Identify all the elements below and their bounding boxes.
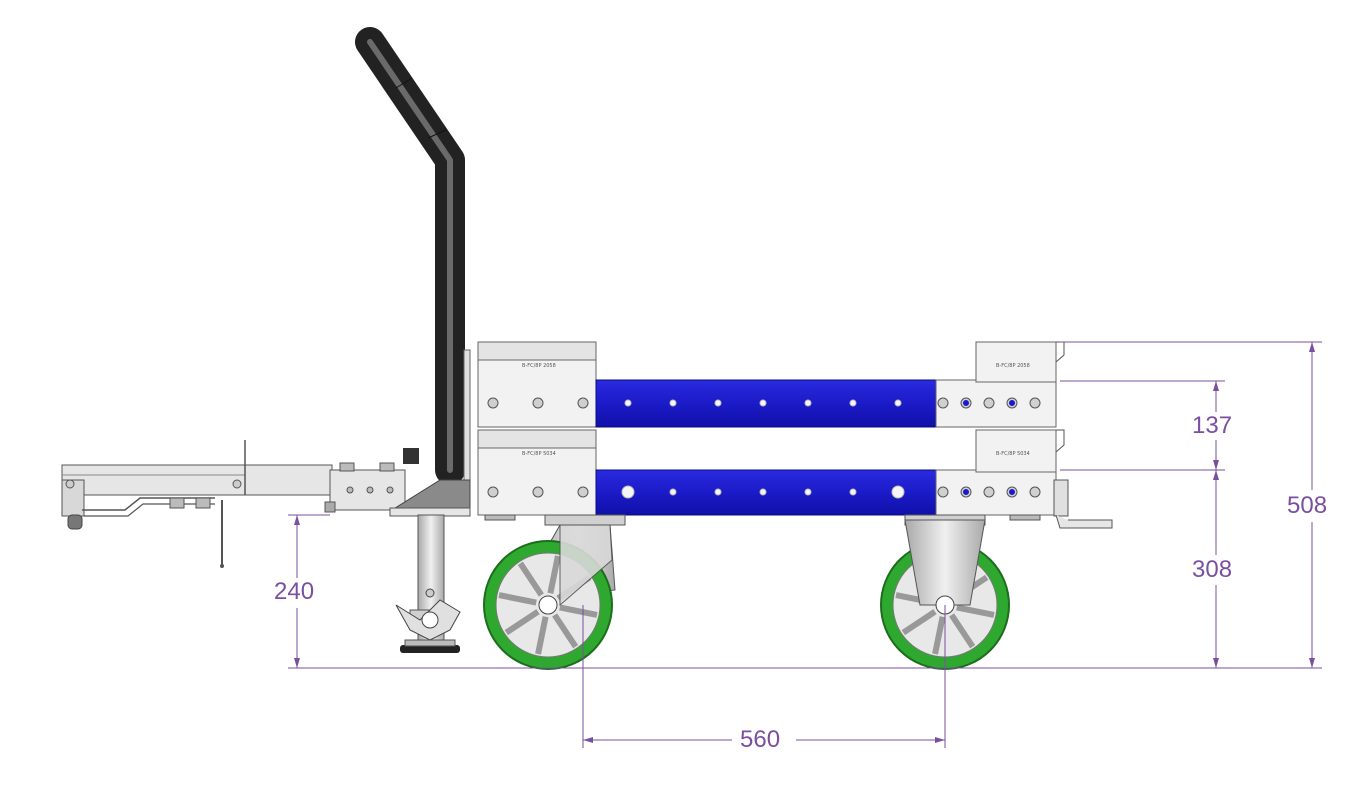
dimension-wheelbase: 560 [738,726,783,753]
beam-hole [849,488,857,496]
bracket-bolt-center [1009,489,1015,495]
push-handle [355,27,471,517]
bracket-bolt [577,397,589,409]
beam-hole [759,488,767,496]
beam-hole [804,399,812,407]
beam-hole [804,488,812,496]
wheel-spoke [949,613,976,649]
tow-bar [61,440,419,568]
bracket-bolt [532,397,544,409]
wheel-spoke [956,604,995,618]
bracket-bolt [937,397,949,409]
wheel-spoke [932,616,946,655]
bracket-bolt [937,486,949,498]
wheel-spoke [498,592,537,606]
wheel-spoke [517,561,544,597]
plate-upper-left: B-FC/8P 2058 [522,363,556,369]
bracket-bolt [532,486,544,498]
plate-lower-left: B-FC/8P 5034 [522,451,556,457]
beam-hole [669,488,677,496]
bracket-bolt [1029,486,1041,498]
dimension-overall-height: 508 [1285,492,1330,519]
wheel-spoke [547,555,561,594]
beam-hole [894,399,902,407]
wheel-spoke [552,613,579,649]
beam-hole [891,485,905,499]
bolt-holes [487,397,1041,499]
beam-hole [669,399,677,407]
beam-hole [714,399,722,407]
upper-deck [477,341,1065,428]
bracket-bolt [577,486,589,498]
caster-front-swivel [483,514,626,670]
wheel-spoke [504,609,540,636]
dimension-lines [288,341,1322,748]
beam-hole [624,399,632,407]
beam-hole [621,485,635,499]
wheel-spoke [535,616,549,655]
beam-hole [714,488,722,496]
dimension-lower-deck-height: 308 [1190,556,1235,583]
jack-stand [395,514,461,653]
bracket-bolt [983,397,995,409]
bracket-bolt [487,486,499,498]
bracket-bolt [1029,397,1041,409]
wheel-spoke [901,609,937,636]
dimension-tier-spacing: 137 [1190,412,1235,439]
bracket-bolt-center [1009,400,1015,406]
lower-deck [477,429,1113,529]
dimension-tow-height: 240 [272,578,317,605]
plate-lower-right: B-FC/8P 5034 [996,451,1030,457]
bracket-bolt [487,397,499,409]
wheel-spoke [559,604,598,618]
bracket-bolt [983,486,995,498]
bracket-bolt-center [963,400,969,406]
bracket-bolt-center [963,489,969,495]
beam-hole [849,399,857,407]
plate-upper-right: B-FC/8P 2058 [996,363,1030,369]
beam-hole [759,399,767,407]
